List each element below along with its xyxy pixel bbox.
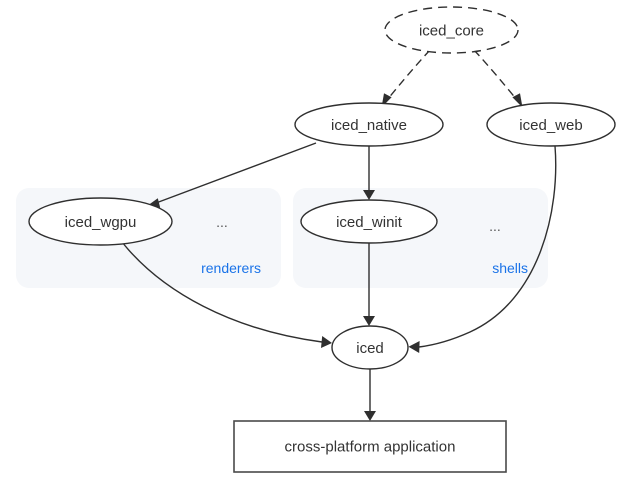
edge-iced_core-to-iced_native — [381, 49, 431, 108]
node-iced-winit-label: iced_winit — [336, 214, 403, 231]
node-iced-native-shape[interactable] — [294, 102, 444, 147]
node-iced-label: iced — [356, 340, 384, 357]
cluster-renderers-label: renderers — [201, 260, 261, 276]
node-iced-core[interactable]: iced_core — [384, 6, 519, 54]
node-iced-web[interactable]: iced_web — [486, 102, 616, 147]
edge-line — [418, 145, 557, 348]
node-iced[interactable]: iced — [331, 325, 409, 370]
edge-line — [155, 142, 317, 204]
shells-more-ellipsis: ... — [489, 218, 501, 234]
edge-iced_winit-to-iced — [363, 243, 375, 326]
edge-iced_web-to-iced — [408, 145, 557, 353]
node-iced-winit[interactable]: iced_winit — [300, 199, 438, 244]
node-iced-native[interactable]: iced_native — [294, 102, 444, 147]
node-iced-core-label: iced_core — [419, 23, 484, 40]
node-app-label: cross-platform application — [285, 439, 456, 456]
node-iced-native-label: iced_native — [331, 117, 407, 134]
node-iced-core-shape[interactable] — [384, 6, 519, 54]
edge-arrowhead — [512, 93, 523, 108]
node-iced-winit-shape[interactable] — [300, 199, 438, 244]
node-iced-wgpu[interactable]: iced_wgpu — [28, 197, 173, 246]
node-iced-web-label: iced_web — [519, 117, 582, 134]
node-iced-web-shape[interactable] — [486, 102, 616, 147]
node-cross-platform-application[interactable]: cross-platform application — [233, 420, 507, 473]
edge-iced-to-app — [364, 369, 376, 421]
edge-iced_core-to-iced_web — [473, 49, 523, 108]
edge-arrowhead — [363, 316, 375, 326]
edge-line — [386, 49, 431, 101]
edge-line — [121, 241, 323, 343]
node-iced-wgpu-shape[interactable] — [28, 197, 173, 246]
edge-iced_wgpu-to-iced — [121, 241, 332, 348]
node-app-shape[interactable] — [233, 420, 507, 473]
renderers-more-ellipsis: ... — [216, 214, 228, 230]
edge-line — [473, 49, 518, 101]
edge-arrowhead — [408, 341, 420, 353]
node-iced-shape[interactable] — [331, 325, 409, 370]
node-iced-wgpu-label: iced_wgpu — [65, 214, 137, 231]
cluster-shells-label: shells — [492, 260, 528, 276]
edge-iced_native-to-iced_winit — [363, 146, 375, 200]
edge-arrowhead — [363, 190, 375, 200]
edge-arrowhead — [321, 336, 332, 348]
edge-arrowhead — [364, 411, 376, 421]
